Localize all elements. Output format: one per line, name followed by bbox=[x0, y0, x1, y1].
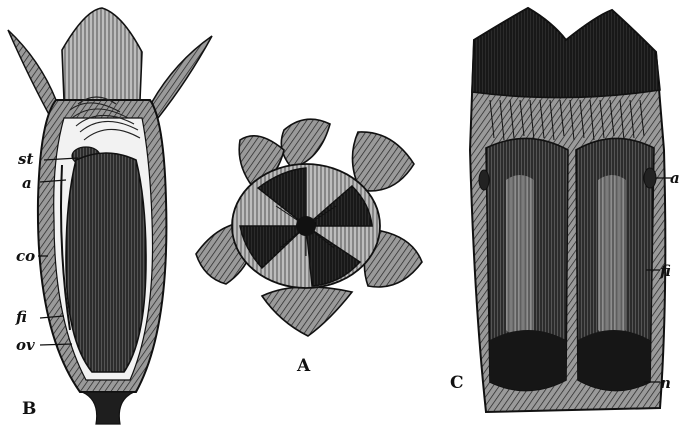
label-a: a bbox=[22, 174, 32, 192]
panel-a-flower-top-view: A bbox=[196, 119, 422, 376]
label-st: st bbox=[18, 150, 33, 168]
caption-b: B bbox=[22, 399, 36, 419]
receptacle-stalk bbox=[82, 392, 134, 424]
label-fi: fi bbox=[15, 308, 27, 326]
label-c-fi: fi bbox=[659, 262, 671, 280]
left-perianth-lobe bbox=[8, 30, 56, 120]
left-lobe-base bbox=[490, 330, 566, 391]
hood-petal bbox=[62, 8, 142, 100]
label-c-a: a bbox=[670, 169, 680, 187]
panel-c-opened-corona: a fi n C bbox=[450, 8, 680, 412]
panel-b-flower-section: st a co fi ov B bbox=[8, 8, 212, 424]
anther-left bbox=[479, 170, 489, 190]
left-lobe-highlight bbox=[506, 175, 534, 337]
anther-right bbox=[644, 168, 656, 188]
caption-c: C bbox=[450, 373, 464, 393]
upper-band bbox=[472, 8, 660, 98]
right-lobe-base bbox=[578, 330, 650, 391]
ovary bbox=[66, 153, 146, 372]
right-lobe-highlight bbox=[598, 175, 626, 337]
flower-centre bbox=[296, 216, 316, 236]
caption-a: A bbox=[296, 356, 311, 376]
label-co: co bbox=[16, 247, 35, 265]
right-perianth-lobe bbox=[152, 36, 212, 118]
label-c-n: n bbox=[660, 374, 671, 392]
label-ov: ov bbox=[16, 336, 35, 354]
